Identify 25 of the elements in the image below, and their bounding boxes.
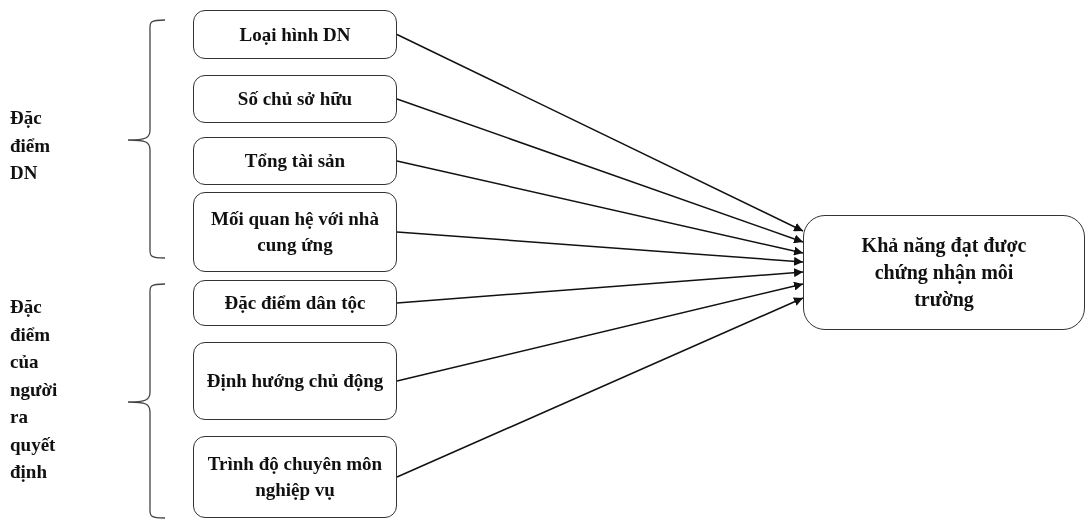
- factor-box: [193, 137, 397, 185]
- outcome-box: [803, 215, 1085, 330]
- box-text: Khả năng đạt được chứng nhận môi trường: [860, 233, 1028, 313]
- arrow: [396, 160, 804, 256]
- arrow: [396, 98, 804, 244]
- arrow: [396, 33, 804, 232]
- box-text: Trình độ chuyên môn nghiệp vụ: [206, 452, 384, 502]
- box-text: Tổng tài sản: [244, 149, 346, 174]
- arrow: [396, 297, 804, 478]
- arrow: [396, 268, 804, 304]
- box-text: Định hướng chủ động: [206, 369, 384, 394]
- factor-box: [193, 280, 397, 326]
- factor-box: [193, 436, 397, 518]
- box-text: Đặc điểm dân tộc: [224, 291, 366, 316]
- factor-box: [193, 192, 397, 272]
- factor-box: [193, 75, 397, 123]
- box-text: Loại hình DN: [239, 22, 351, 47]
- arrow: [396, 281, 804, 382]
- box-text: Số chủ sở hữu: [237, 87, 353, 112]
- group-label: Đặc điểm của người ra quyết định: [10, 295, 59, 485]
- box-text: Mối quan hệ với nhà cung ứng: [210, 207, 380, 257]
- factor-box: [193, 10, 397, 59]
- factor-box: [193, 342, 397, 420]
- arrow: [396, 231, 804, 266]
- group-label: Đặc điểm DN: [10, 106, 52, 186]
